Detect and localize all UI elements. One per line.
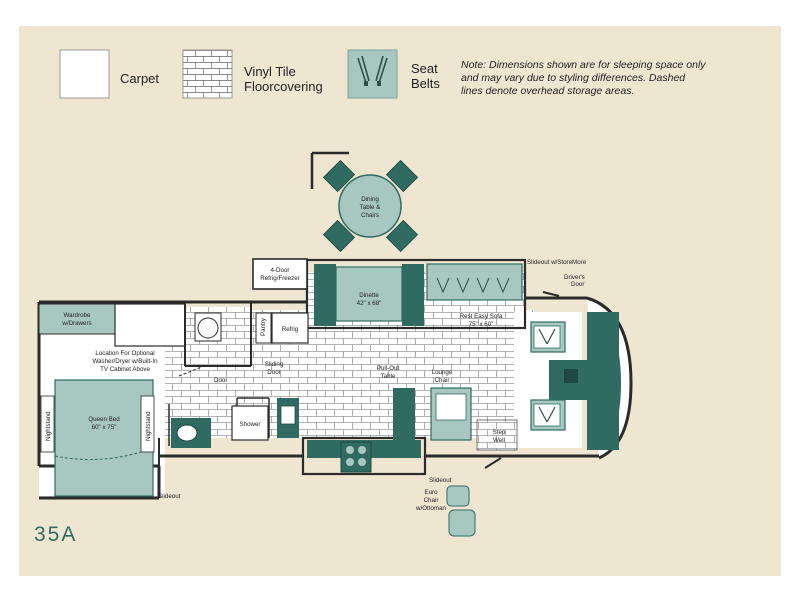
wardrobe-label-2: w/Drawers <box>61 320 91 327</box>
legend-vinyl-label-1: Vinyl Tile <box>244 64 296 79</box>
kitchen-sink <box>280 405 296 425</box>
legend-seat-label-1: Seat <box>411 61 438 76</box>
floorplan-svg: Carpet Vinyl Tile Floorcovering Seat Bel… <box>34 49 706 546</box>
euro-chair: Euro Chair w/Ottoman <box>415 485 476 537</box>
dining-chair <box>385 159 419 193</box>
shower-label: Shower <box>240 421 261 428</box>
dining-table <box>338 174 402 238</box>
dinette-label-1: Dinette <box>359 292 379 299</box>
cooktop <box>340 441 372 473</box>
drivers-door-label-2: Door <box>571 281 584 288</box>
front-cab: Step Well Driver's Door <box>476 274 633 469</box>
slideout-storemore-label: Slideout w/StoreMore <box>527 259 587 266</box>
queen-bed-label-1: Queen Bed <box>88 416 120 423</box>
bath-sink <box>171 418 211 448</box>
seat-belt-icon <box>347 49 398 99</box>
legend-note-line-3: lines denote overhead storage areas. <box>461 85 634 97</box>
rear-slideout-label: Slideout <box>158 493 181 500</box>
dining-label-1: Dining <box>361 196 379 203</box>
washer-location-label-2: Washer/Dryer w/Built-In <box>92 358 158 365</box>
pull-out-table <box>393 388 415 440</box>
refrig <box>271 312 309 344</box>
slideout-top: Dinette 42" x 68" Rest Easy Sofa 75" x 6… <box>305 258 587 330</box>
euro-chair-label-1: Euro <box>424 489 438 496</box>
legend-seat-label-2: Belts <box>411 76 440 91</box>
dining-chair <box>322 159 356 193</box>
refrigerator-freezer <box>252 258 308 290</box>
dinette-bench-left <box>314 264 336 326</box>
pantry <box>255 312 272 344</box>
sofa-label-2: 75" x 60" <box>469 321 494 328</box>
drivers-door-label-1: Driver's <box>564 274 585 281</box>
nightstand-right-label: Nightstand <box>145 411 152 441</box>
nightstand-left-label: Nightstand <box>45 411 52 441</box>
pull-out-table-label-2: Table <box>381 373 396 380</box>
legend-note-line-2: and may vary due to styling differences.… <box>461 72 686 84</box>
drivers-seat <box>530 321 566 353</box>
dining-chair <box>385 219 419 253</box>
fridge-label-1: 4-Door <box>271 267 290 274</box>
kitchen-slideout-label: Slideout <box>429 477 452 484</box>
dining-label-2: Table & <box>360 204 382 211</box>
queen-bed: Queen Bed 60" x 75" <box>54 379 154 497</box>
lounge-chair-label-1: Lounge <box>432 369 453 376</box>
washer-location-label-3: TV Cabinet Above <box>100 366 150 373</box>
toilet <box>194 312 222 342</box>
sofa-label-1: Rest Easy Sofa <box>460 313 503 320</box>
nightstand-right <box>140 395 155 453</box>
floorplan-canvas: Carpet Vinyl Tile Floorcovering Seat Bel… <box>19 26 781 576</box>
dining-label-3: Chairs <box>361 212 379 219</box>
lounge-chair: Lounge Chair <box>430 369 472 441</box>
vinyl-tile-swatch <box>182 49 233 99</box>
passenger-seat <box>530 399 566 431</box>
dashboard <box>587 312 619 450</box>
dinette-label-2: 42" x 68" <box>357 300 382 307</box>
dinette-table <box>335 266 403 322</box>
carpet-swatch <box>59 49 110 99</box>
dining-chair <box>322 219 356 253</box>
pull-out-table-label-1: Pull-Out <box>377 365 400 372</box>
washer-location-label-1: Location For Optional <box>95 350 154 357</box>
nightstand-left <box>40 395 55 453</box>
model-number: 35A <box>34 523 77 546</box>
step-well-label-1: Step <box>493 429 506 436</box>
legend-carpet-label: Carpet <box>120 71 159 86</box>
rest-easy-sofa <box>426 263 523 301</box>
kitchen-slideout: Slideout <box>301 436 452 484</box>
pantry-label: Pantry <box>260 317 267 336</box>
rear-walls <box>37 300 270 500</box>
euro-chair-label-3: w/Ottoman <box>415 505 446 512</box>
sliding-door-label-1: Sliding <box>265 361 284 368</box>
step-well-label-2: Well <box>493 437 505 444</box>
legend: Carpet Vinyl Tile Floorcovering Seat Bel… <box>59 49 706 99</box>
legend-vinyl-label-2: Floorcovering <box>244 79 323 94</box>
lounge-chair-label-2: Chair <box>435 377 450 384</box>
dining-table-area: Dining Table & Chairs <box>310 151 419 253</box>
refrig-label: Refrig <box>282 326 299 333</box>
coach-walls <box>159 296 599 458</box>
euro-chair-label-2: Chair <box>424 497 439 504</box>
queen-bed-label-2: 60" x 75" <box>92 424 117 431</box>
sliding-door-label-2: Door <box>267 369 280 376</box>
wardrobe-label-1: Wardrobe <box>64 312 91 319</box>
step-well <box>476 419 518 451</box>
legend-note-line-1: Note: Dimensions shown are for sleeping … <box>461 59 706 71</box>
door-label: Door <box>214 377 227 384</box>
fridge-label-2: Refrig/Freezer <box>260 275 300 282</box>
dinette-bench-right <box>402 264 424 326</box>
shower <box>231 405 269 441</box>
